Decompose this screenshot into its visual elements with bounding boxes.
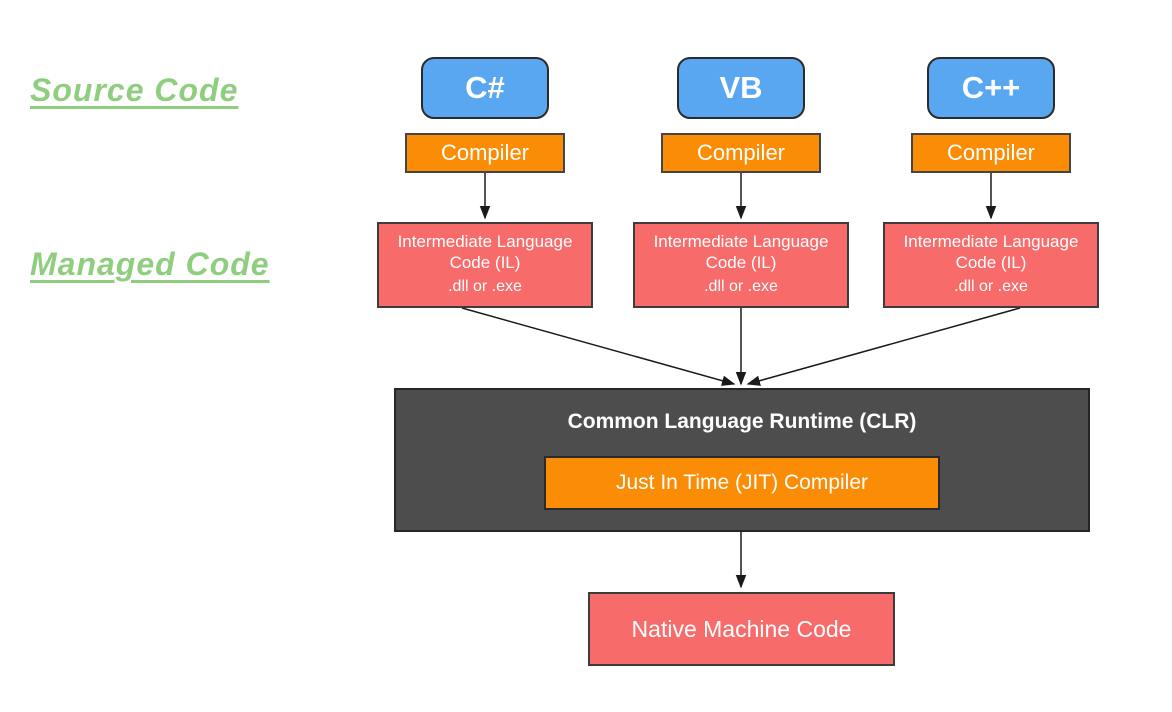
clr-box: Common Language Runtime (CLR) Just In Ti… (394, 388, 1090, 532)
il-code-box-vb: Intermediate Language Code (IL) .dll or … (633, 222, 849, 308)
arrow-il-cpp-to-clr (746, 307, 1021, 386)
jit-compiler-box: Just In Time (JIT) Compiler (544, 456, 940, 510)
compiler-box-csharp: Compiler (405, 133, 565, 173)
language-box-csharp: C# (421, 57, 549, 119)
arrow-il-csharp-to-clr (461, 307, 736, 386)
il-subtitle: .dll or .exe (954, 278, 1028, 295)
il-title: Intermediate Language Code (IL) (397, 232, 573, 273)
il-code-box-cpp: Intermediate Language Code (IL) .dll or … (883, 222, 1099, 308)
language-box-cpp: C++ (927, 57, 1055, 119)
il-title: Intermediate Language Code (IL) (653, 232, 829, 273)
source-code-label: Source Code (30, 72, 239, 108)
compiler-box-cpp: Compiler (911, 133, 1071, 173)
managed-code-label: Managed Code (30, 246, 270, 282)
il-subtitle: .dll or .exe (448, 278, 522, 295)
language-box-vb: VB (677, 57, 805, 119)
il-subtitle: .dll or .exe (704, 278, 778, 295)
il-code-box-csharp: Intermediate Language Code (IL) .dll or … (377, 222, 593, 308)
clr-title: Common Language Runtime (CLR) (567, 410, 917, 433)
compiler-box-vb: Compiler (661, 133, 821, 173)
il-title: Intermediate Language Code (IL) (903, 232, 1079, 273)
native-machine-code-box: Native Machine Code (588, 592, 895, 666)
